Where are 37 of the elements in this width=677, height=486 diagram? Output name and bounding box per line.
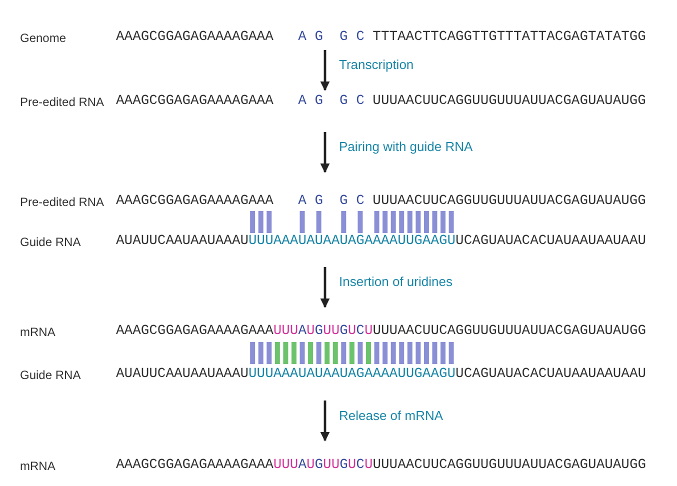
row-label: Pre-edited RNA (20, 195, 104, 209)
sequence-text: G (340, 29, 348, 47)
sequence-text: G (314, 93, 323, 111)
sequence-text: C (356, 193, 364, 211)
row-label: Pre-edited RNA (20, 95, 104, 109)
row-label: mRNA (20, 459, 56, 473)
sequence-text: AAAGCGGAGAGAAAAGAAA (116, 193, 274, 211)
sequence-text: A (298, 193, 306, 211)
sequence-text: G (340, 193, 348, 211)
arrow (320, 400, 330, 442)
row-label: Genome (20, 31, 66, 45)
edge-label: Pairing with guide RNA (339, 139, 473, 154)
sequence-text: G (314, 193, 323, 211)
edge-label: Transcription (339, 57, 414, 72)
row-label: mRNA (20, 325, 56, 339)
sequence-text: AAAGCGGAGAGAAAAGAAA (116, 93, 274, 111)
row-label: Guide RNA (20, 368, 81, 382)
edge-label: Insertion of uridines (339, 274, 452, 289)
sequence-text: AUAUUCAAUAAUAAAUUUUAAAUAUAAUAGAAAAUUGAAGUUCAGUAUACACUAUAAUAAUAAU (116, 366, 646, 384)
sequence-text: AUAUUCAAUAAUAAAUUUUAAAUAUAAUAGAAAAUUGAAGUUCAGUAUACACUAUAAUAAUAAU (116, 233, 646, 251)
sequence-text: A (298, 93, 306, 111)
sequence-text: C (356, 93, 364, 111)
sequence-text: AAAGCGGAGAGAAAAGAAAUUUAUGUUGUCUUUUAACUUCAGGUUGUUUAUUACGAGUAUAUGG (116, 457, 646, 475)
edge-label: Release of mRNA (339, 408, 444, 422)
arrow (320, 267, 330, 308)
arrow (320, 132, 330, 173)
sequence-text: AAAGCGGAGAGAAAAGAAAUUUAUGUUGUCUUUUAACUUCAGGUUGUUUAUUACGAGUAUAUGG (116, 323, 646, 341)
arrow (320, 50, 330, 91)
row-label: Guide RNA (20, 235, 81, 249)
sequence-text: A (298, 29, 306, 47)
sequence-text: G (314, 29, 323, 47)
sequence-text: G (340, 93, 348, 111)
sequence-text: TTTAACTTCAGGTTGTTTATTACGAGTATATGG (372, 29, 646, 47)
sequence-text: C (356, 29, 364, 47)
sequence-text: AAAGCGGAGAGAAAAGAAA (116, 29, 274, 47)
sequence-text: UUUAACUUCAGGUUGUUUAUUACGAGUAUAUGG (372, 193, 646, 211)
sequence-text: UUUAACUUCAGGUUGUUUAUUACGAGUAUAUGG (372, 93, 646, 111)
